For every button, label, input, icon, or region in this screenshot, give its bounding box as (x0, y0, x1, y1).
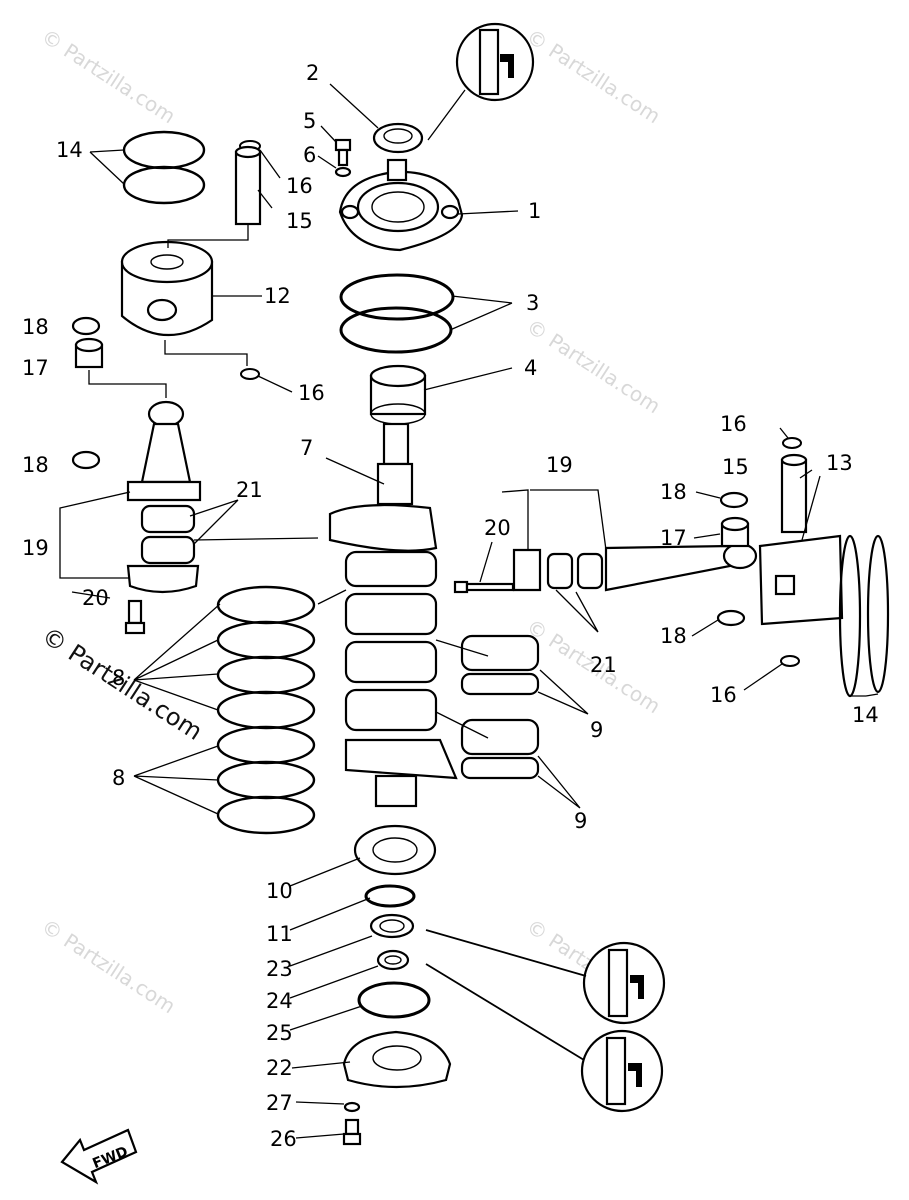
callout-26: 26 (270, 1127, 297, 1151)
callout-9b: 9 (574, 809, 587, 833)
connecting-rod-right (512, 542, 758, 592)
callout-21a: 21 (236, 478, 263, 502)
callout-18b: 18 (22, 453, 49, 477)
watermark-1: © Partzilla.com (37, 24, 180, 128)
clip-16b (240, 368, 260, 380)
callout-10: 10 (266, 879, 293, 903)
callout-labels: 2 5 6 1 14 16 15 12 3 18 17 16 4 7 18 21… (22, 61, 879, 1151)
ball-bearing-10 (353, 824, 437, 876)
callout-21b: 21 (590, 653, 617, 677)
piston-12 (120, 224, 249, 366)
callout-16c: 16 (720, 412, 747, 436)
o-ring-3a (339, 273, 455, 321)
upper-bearing-housing (338, 158, 464, 252)
callout-20b: 20 (484, 516, 511, 540)
washer-18d (716, 609, 746, 627)
callout-8b: 8 (112, 766, 125, 790)
small-end-bearing-17b (720, 516, 750, 548)
bolt-26 (342, 1118, 362, 1146)
piston-ring-14b (122, 165, 206, 205)
callout-1: 1 (528, 199, 541, 223)
callout-25: 25 (266, 1021, 293, 1045)
callout-18d: 18 (660, 624, 687, 648)
callout-22: 22 (266, 1056, 293, 1080)
detail-circle-lower-2 (425, 963, 664, 1113)
callout-2: 2 (306, 61, 319, 85)
callout-20a: 20 (82, 586, 109, 610)
callout-14a: 14 (56, 138, 83, 162)
piston-pin-15b (780, 453, 808, 534)
needle-bearing-4 (369, 364, 427, 425)
callout-4: 4 (524, 356, 537, 380)
callout-15a: 15 (286, 209, 313, 233)
callout-19a: 19 (22, 536, 49, 560)
callout-16a: 16 (286, 174, 313, 198)
piston-ring-14d (866, 534, 890, 694)
callout-12: 12 (264, 284, 291, 308)
callout-17b: 17 (660, 526, 687, 550)
callout-18c: 18 (660, 480, 687, 504)
callout-13: 13 (826, 451, 853, 475)
callout-15b: 15 (722, 455, 749, 479)
washer-18c (719, 491, 749, 509)
washer-27 (343, 1101, 361, 1113)
leader-lines (59, 83, 879, 1139)
rod-bolt-20a (124, 599, 146, 635)
o-ring-25 (357, 981, 431, 1019)
callout-11: 11 (266, 922, 293, 946)
bolt-5 (334, 138, 352, 167)
detail-circle-top (427, 22, 535, 141)
callout-27: 27 (266, 1091, 293, 1115)
clip-16d (780, 655, 800, 667)
connecting-rod-left (88, 370, 202, 502)
callout-16b: 16 (298, 381, 325, 405)
small-end-bearing-17a (74, 337, 104, 369)
piston-13 (758, 534, 890, 698)
piston-pin-15a (234, 145, 262, 226)
circlip-11 (364, 884, 416, 908)
bearing-21a (140, 504, 196, 534)
watermark-3: © Partzilla.com (522, 314, 665, 418)
oil-seal-23 (369, 913, 415, 939)
detail-circle-lower-1 (425, 929, 666, 1025)
callout-5: 5 (303, 109, 316, 133)
crankshaft-7 (328, 422, 458, 808)
oil-seal-24 (376, 949, 410, 971)
callout-23: 23 (266, 957, 293, 981)
watermark-2: © Partzilla.com (522, 24, 665, 128)
lower-bearing-housing-22 (342, 1030, 452, 1089)
callout-18a: 18 (22, 315, 49, 339)
callout-8a: 8 (112, 666, 125, 690)
bearing-21b (140, 535, 196, 565)
callout-19b: 19 (546, 453, 573, 477)
washer-6 (334, 166, 352, 178)
callout-17a: 17 (22, 356, 49, 380)
clip-16c (782, 437, 802, 449)
piston-ring-14a (122, 130, 206, 170)
callout-16d: 16 (710, 683, 737, 707)
callout-14b: 14 (852, 703, 879, 727)
fwd-arrow: FWD (60, 1128, 138, 1185)
thrust-rings-8 (216, 585, 316, 835)
callout-6: 6 (303, 143, 316, 167)
washer-18a (71, 316, 101, 336)
o-ring-3b (339, 306, 453, 354)
main-bearings-9 (460, 634, 540, 780)
oil-seal-upper (372, 122, 424, 154)
callout-3: 3 (526, 291, 539, 315)
callout-7: 7 (300, 436, 313, 460)
callout-9a: 9 (590, 718, 603, 742)
watermark-5: © Partzilla.com (37, 914, 180, 1018)
callout-24: 24 (266, 989, 293, 1013)
rod-bolt-20b (453, 580, 515, 594)
washer-18b (71, 450, 101, 470)
rod-cap-left (126, 564, 200, 594)
